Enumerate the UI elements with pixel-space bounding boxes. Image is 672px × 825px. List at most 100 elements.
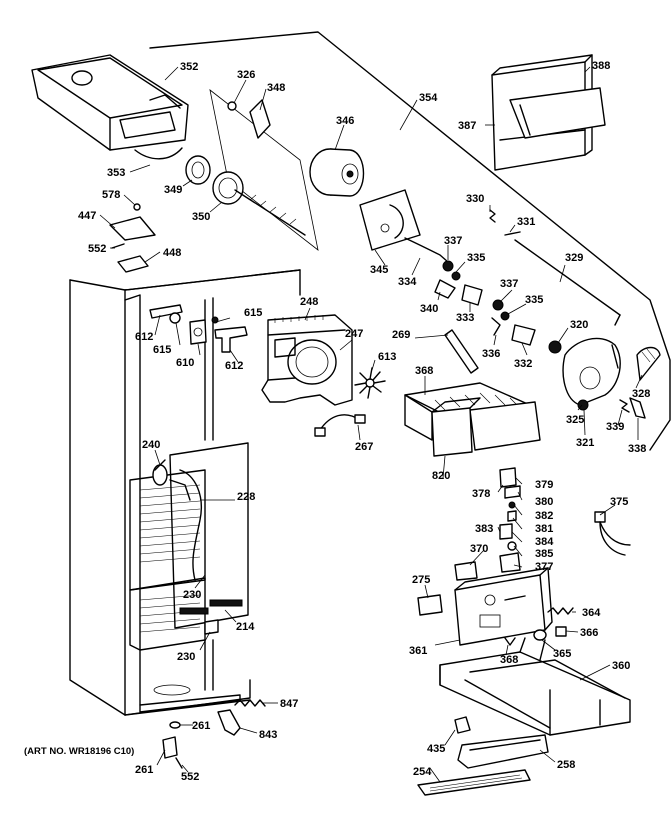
- label-335-lower: 335: [525, 294, 543, 306]
- grommet-366: [555, 626, 567, 637]
- label-370: 370: [470, 543, 488, 555]
- switch-610: [189, 319, 207, 345]
- screw-578: [133, 203, 141, 211]
- label-254: 254: [413, 766, 432, 778]
- label-447: 447: [78, 210, 96, 222]
- label-325: 325: [566, 414, 584, 426]
- label-377: 377: [535, 561, 553, 573]
- bracket-447: [109, 216, 156, 241]
- label-578: 578: [102, 189, 120, 201]
- bracket-843: [217, 709, 241, 736]
- label-381: 381: [535, 523, 553, 535]
- label-337-upper: 337: [444, 235, 462, 247]
- rod-329: [514, 239, 621, 326]
- auger-349: [185, 155, 211, 185]
- bucket-clip-353: [134, 147, 183, 160]
- label-269: 269: [392, 329, 410, 341]
- label-615-upper: 615: [244, 307, 262, 319]
- housing-361: [454, 567, 553, 646]
- board-275: [417, 594, 443, 616]
- label-360: 360: [612, 660, 630, 672]
- wire-harness-267: [314, 414, 366, 437]
- bracket-348: [249, 99, 271, 139]
- tray-360: [439, 637, 631, 736]
- knob-365: [533, 629, 547, 641]
- label-353: 353: [107, 167, 125, 179]
- label-361: 361: [409, 645, 427, 657]
- label-228: 228: [237, 491, 255, 503]
- label-382: 382: [535, 510, 553, 522]
- label-380: 380: [535, 496, 553, 508]
- label-820: 820: [432, 470, 450, 482]
- label-331: 331: [517, 216, 535, 228]
- label-612-left: 612: [135, 331, 153, 343]
- gear-320: [548, 340, 562, 354]
- screw-331: [504, 231, 521, 236]
- switch-stack: [454, 467, 521, 581]
- label-333: 333: [456, 312, 474, 324]
- feeler-arm-334: [404, 237, 449, 263]
- label-349: 349: [164, 184, 182, 196]
- motor-346: [309, 148, 365, 197]
- label-337-lower: 337: [500, 278, 518, 290]
- label-375: 375: [610, 496, 628, 508]
- label-340: 340: [420, 303, 438, 315]
- bracket-448: [117, 255, 149, 273]
- label-247: 247: [345, 328, 363, 340]
- spring-364: [547, 607, 574, 615]
- grommet-261-upper: [169, 721, 181, 729]
- label-387: 387: [458, 120, 476, 132]
- grille-254: [417, 769, 531, 796]
- label-610: 610: [176, 357, 194, 369]
- label-267: 267: [355, 441, 373, 453]
- label-843: 843: [259, 729, 277, 741]
- label-321: 321: [576, 437, 594, 449]
- label-612-right: 612: [225, 360, 243, 372]
- dispenser-door-388: [509, 87, 606, 139]
- label-335-upper: 335: [467, 252, 485, 264]
- art-number: (ART NO. WR18196 C10): [24, 746, 134, 757]
- label-346: 346: [336, 115, 354, 127]
- wire-harness-375: [594, 511, 631, 556]
- washers-337-335: [442, 260, 510, 321]
- ice-maker-368: [404, 382, 541, 451]
- label-326: 326: [237, 69, 255, 81]
- bracket-612-right: [211, 316, 248, 353]
- label-615-lower: 615: [153, 344, 171, 356]
- label-248: 248: [300, 296, 318, 308]
- link-336: [491, 317, 501, 336]
- lever-340: [434, 279, 456, 299]
- label-352: 352: [180, 61, 198, 73]
- label-330: 330: [466, 193, 484, 205]
- ice-bucket-352: [31, 54, 189, 151]
- label-334: 334: [398, 276, 417, 288]
- fill-tube-269: [444, 329, 479, 374]
- part-labels: 352 326 348 346 354 388 387 353 349 350 …: [24, 60, 650, 783]
- screw-552-upper: [111, 243, 125, 249]
- label-552-upper: 552: [88, 243, 106, 255]
- label-345: 345: [370, 264, 388, 276]
- cabinet-liner: [124, 269, 301, 716]
- bracket-612-left: [149, 304, 183, 324]
- label-261-lower: 261: [135, 764, 153, 776]
- label-348: 348: [267, 82, 285, 94]
- spring-330: [489, 209, 496, 223]
- label-552-lower: 552: [181, 771, 199, 783]
- drip-tray-258: [457, 734, 549, 769]
- label-368-upper: 368: [415, 365, 433, 377]
- label-230-lower: 230: [177, 651, 195, 663]
- auger-350: [212, 171, 306, 236]
- actuator-332: [511, 324, 536, 346]
- label-379: 379: [535, 479, 553, 491]
- evaporator-cover-214: [129, 442, 249, 651]
- screw-552-lower: [175, 757, 183, 769]
- motor-housing-325: [562, 337, 621, 406]
- label-261-upper: 261: [192, 720, 210, 732]
- label-354: 354: [419, 92, 438, 104]
- label-214: 214: [236, 621, 255, 633]
- leader-lines: [99, 66, 643, 783]
- ice-maker-box-820: [431, 397, 481, 457]
- mount-plate-345: [359, 189, 421, 251]
- label-320: 320: [570, 319, 588, 331]
- label-329: 329: [565, 252, 583, 264]
